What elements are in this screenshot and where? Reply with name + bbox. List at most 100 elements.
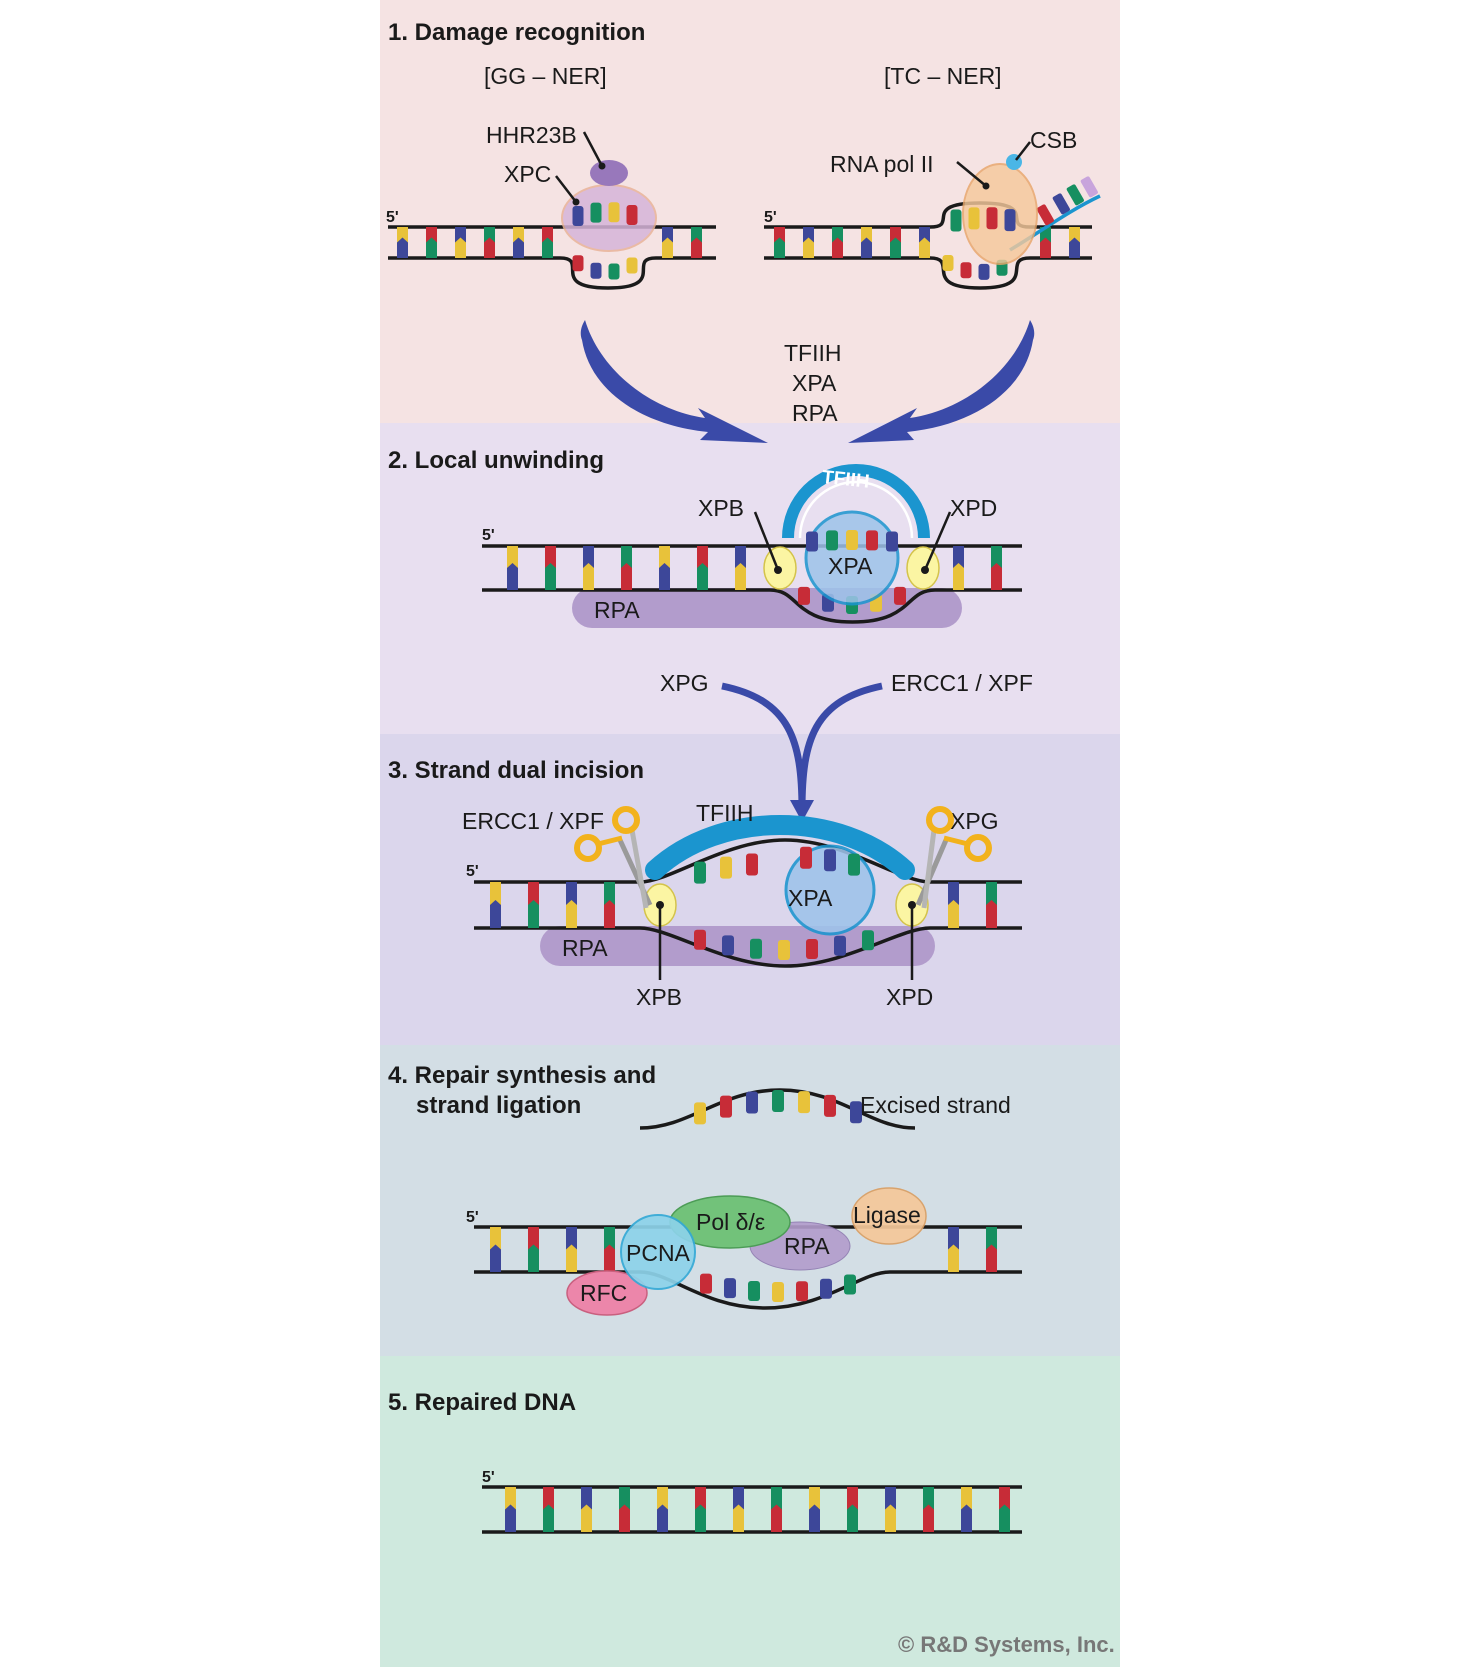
base-notch [847, 1504, 858, 1510]
base-bottom [657, 1509, 668, 1532]
base-top [1040, 227, 1051, 243]
base-top [809, 1487, 820, 1510]
bubble-base [894, 586, 906, 605]
xpa-label-3: XPA [788, 885, 833, 911]
base-top [604, 882, 615, 905]
step-2-title: 2. Local unwinding [388, 447, 604, 474]
strand-bottom [388, 256, 716, 290]
base-notch [621, 563, 632, 568]
pcna-protein [620, 1214, 696, 1290]
bubble-base [834, 935, 846, 956]
pol-label: Pol δ/ε [696, 1209, 765, 1235]
bubble-base [942, 254, 954, 271]
base-notch [543, 1504, 554, 1510]
excised-strand [639, 1088, 916, 1130]
base-top [566, 882, 577, 905]
base-notch [604, 900, 615, 905]
base-bottom [604, 905, 615, 928]
bubble-base [824, 849, 836, 872]
rna-pol-ii-pointer [956, 161, 987, 187]
base-notch [890, 237, 901, 243]
base-top [545, 546, 556, 568]
ligase-label: Ligase [853, 1202, 921, 1228]
base-top [999, 1487, 1010, 1510]
bubble-base [862, 930, 874, 951]
xpg-incoming-label: XPG [660, 670, 709, 696]
base-bottom [861, 242, 872, 258]
copyright-text: © R&D Systems, Inc. [898, 1632, 1115, 1657]
base-bottom [583, 568, 594, 590]
base-bottom [619, 1509, 630, 1532]
tfiih-label-3: TFIIH [696, 800, 754, 826]
base-top [771, 1487, 782, 1510]
base-bottom [953, 568, 964, 590]
five-prime-label-5: 5' [482, 1469, 495, 1486]
left-converging-arrow [580, 320, 768, 443]
bubble-base [850, 1101, 862, 1124]
tfiih-inner-arc-2 [798, 480, 914, 539]
base-notch [455, 237, 466, 243]
base-notch [999, 1504, 1010, 1510]
excised-backbone [639, 1088, 916, 1130]
base-bottom [581, 1509, 592, 1532]
base-top [803, 227, 814, 243]
bubble-base [820, 1278, 832, 1299]
base-notch [771, 1504, 782, 1510]
base-bottom [733, 1509, 744, 1532]
base-bottom [919, 242, 930, 258]
base-bottom [847, 1509, 858, 1532]
step-4-title-line1: 4. Repair synthesis and [388, 1062, 656, 1089]
base-top [986, 882, 997, 905]
base-bottom [986, 905, 997, 928]
csb-pointer [1015, 141, 1031, 161]
base-top [583, 546, 594, 568]
base-notch [528, 1244, 539, 1250]
bubble-base [590, 262, 602, 279]
base-top [619, 1487, 630, 1510]
base-top [948, 1227, 959, 1250]
base-top [691, 227, 702, 243]
bubble-base [950, 209, 962, 232]
base-bottom [528, 1249, 539, 1272]
xpc-pointer-dot [572, 198, 580, 206]
bubble-base [844, 1274, 856, 1295]
base-top [542, 227, 553, 243]
step3-bubble-bases-top [694, 846, 860, 884]
ercc1-arrow-curve [798, 682, 883, 811]
base-top [948, 882, 959, 905]
base-bottom [885, 1509, 896, 1532]
base-bottom [490, 1249, 501, 1272]
rna-pol-ii-protein [962, 163, 1038, 265]
base-bottom [662, 242, 673, 258]
base-bottom [543, 1509, 554, 1532]
bubble-base [806, 938, 818, 959]
base-bottom [948, 905, 959, 928]
base-bottom [566, 905, 577, 928]
base-bottom [545, 568, 556, 590]
base-bottom [999, 1509, 1010, 1532]
base-bottom [774, 242, 785, 258]
bubble-base [798, 1091, 810, 1114]
base-top [659, 546, 670, 568]
base-bottom [809, 1509, 820, 1532]
base-notch [885, 1504, 896, 1510]
xpb-label-2: XPB [698, 495, 744, 521]
step-1-title: 1. Damage recognition [388, 19, 645, 46]
base-bottom [803, 242, 814, 258]
base-notch [397, 237, 408, 243]
bubble-base [722, 935, 734, 956]
base-notch [1040, 237, 1051, 243]
base-bottom [426, 242, 437, 258]
base-notch [545, 563, 556, 568]
base-top [426, 227, 437, 243]
base-top [581, 1487, 592, 1510]
base-bottom [948, 1249, 959, 1272]
repaired-dna [482, 1485, 1022, 1534]
incision-arrowhead [790, 800, 814, 822]
excised-strand-label: Excised strand [860, 1092, 1011, 1118]
base-top [528, 882, 539, 905]
bubble-base [694, 929, 706, 950]
csb-label: CSB [1030, 127, 1077, 153]
bubble-base [800, 846, 812, 869]
